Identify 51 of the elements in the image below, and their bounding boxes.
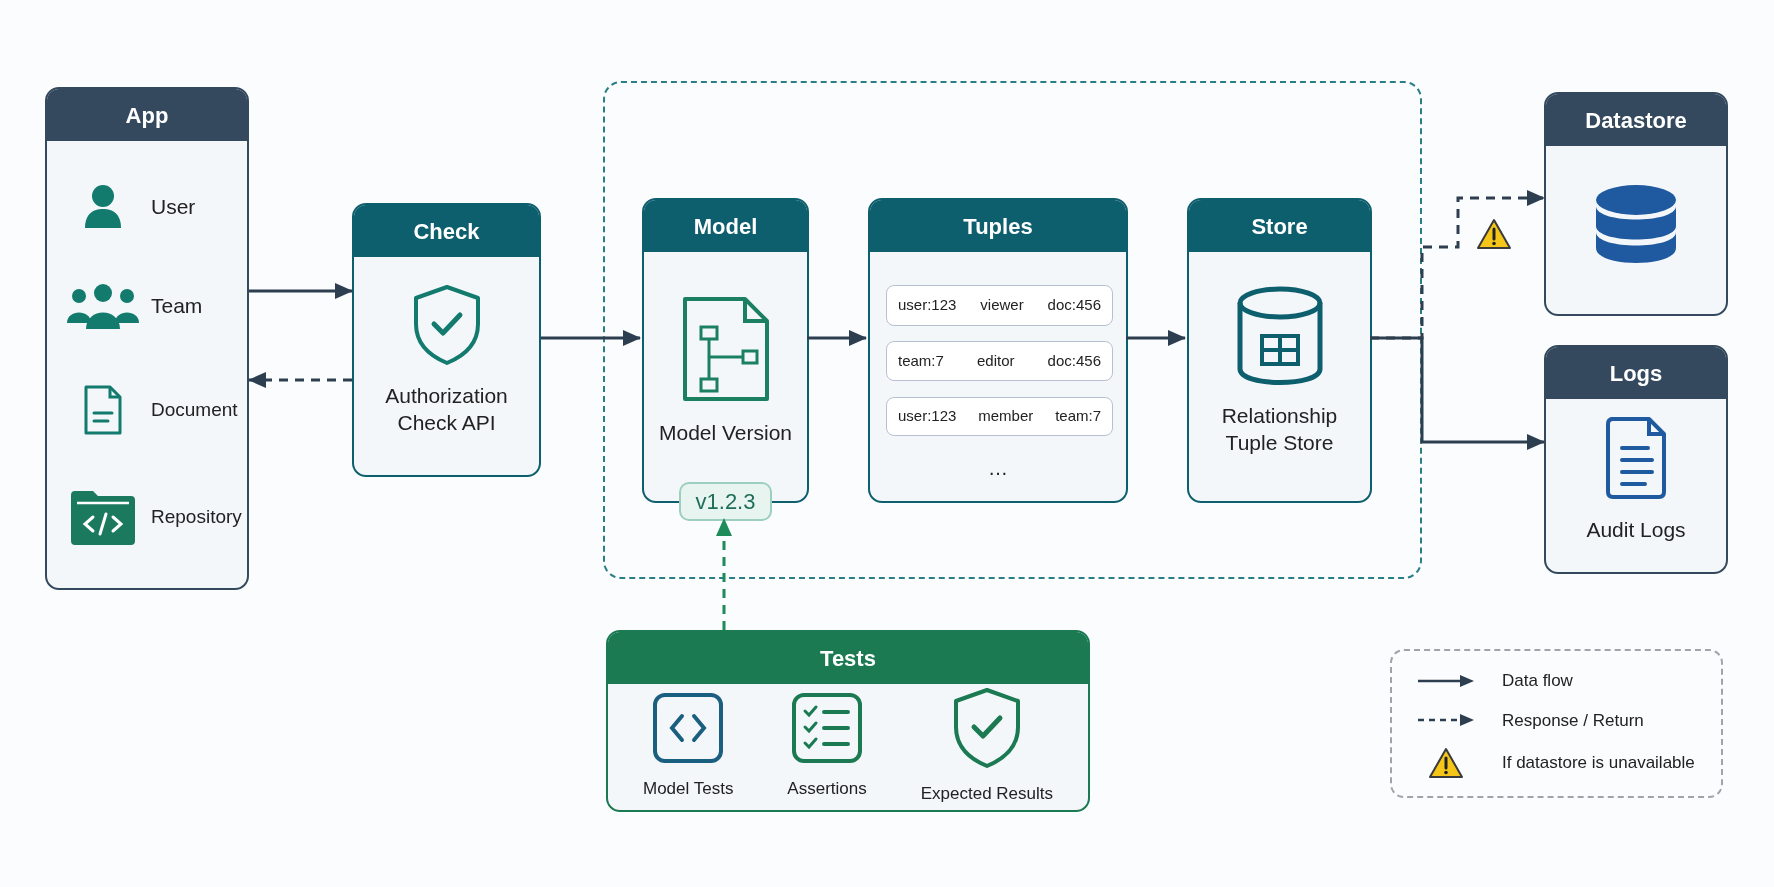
- ellipsis-text: …: [988, 456, 1008, 481]
- arrow: [716, 518, 732, 630]
- app-panel: [45, 87, 249, 590]
- tuple-field: viewer: [980, 294, 1024, 317]
- tuple-field: user:123: [898, 405, 957, 428]
- card-text: Audit Logs: [1586, 517, 1686, 543]
- tuple-field: user:123: [898, 294, 957, 317]
- card-title: Model: [644, 200, 807, 252]
- item-label: User: [151, 193, 196, 220]
- arrow: [807, 330, 867, 346]
- card-title: Store: [1189, 200, 1370, 252]
- version-badge: v1.2.3: [679, 482, 772, 521]
- tuple-row: [886, 397, 1113, 436]
- arrow: [249, 283, 353, 299]
- process-card: [352, 203, 541, 477]
- card-text: Relationship Tuple Store: [1220, 402, 1339, 456]
- process-card: [1544, 345, 1728, 574]
- item-label: Assertions: [787, 778, 867, 801]
- legend-text: Data flow: [1502, 670, 1573, 692]
- card-text: Authorization Check API: [384, 383, 509, 436]
- arrow: [1126, 330, 1186, 346]
- tuple-field: doc:456: [1047, 349, 1101, 373]
- card-title: Tests: [608, 632, 1088, 684]
- item-label: Document: [151, 397, 238, 422]
- item-label: Expected Results: [920, 783, 1053, 806]
- tuple-field: member: [978, 405, 1034, 428]
- group-boundary: [603, 81, 1422, 579]
- card-title: Check: [354, 205, 539, 257]
- tuple-field: editor: [976, 349, 1015, 373]
- tuple-row: [886, 341, 1113, 381]
- tuple-field: team:7: [898, 349, 944, 373]
- process-card: [1544, 92, 1728, 316]
- process-card: [868, 198, 1128, 503]
- arrow: [248, 372, 352, 388]
- card-text: Model Version: [658, 420, 793, 446]
- item-label: Model Tests: [643, 778, 734, 801]
- legend-text: If datastore is unavailable: [1502, 752, 1695, 775]
- card-title: Logs: [1546, 347, 1726, 399]
- tuple-field: doc:456: [1047, 294, 1101, 317]
- legend-text: Response / Return: [1502, 709, 1644, 732]
- tuple-field: team:7: [1055, 405, 1101, 428]
- item-label: Team: [151, 293, 203, 320]
- arrow: [541, 330, 641, 346]
- tuple-row: [886, 285, 1113, 326]
- process-card: [1187, 198, 1372, 503]
- card-title: Datastore: [1546, 94, 1726, 146]
- card-title: Tuples: [870, 200, 1126, 252]
- tests-panel: [606, 630, 1090, 812]
- arrow: [1370, 336, 1545, 450]
- item-label: Repository: [151, 505, 242, 530]
- card-title: App: [47, 89, 247, 141]
